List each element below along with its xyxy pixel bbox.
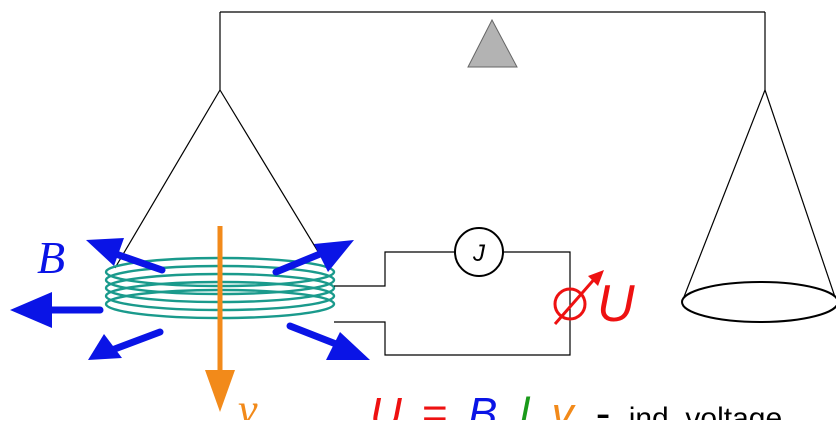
right-pan-dish bbox=[681, 281, 836, 323]
right-pan bbox=[681, 89, 836, 323]
formula-dash: - bbox=[596, 389, 611, 420]
arrowhead-upper-right bbox=[314, 240, 354, 272]
voltage-label: U bbox=[597, 275, 635, 333]
right-wire bbox=[334, 251, 571, 356]
arrowhead-upper-left bbox=[86, 238, 124, 266]
formula-u: U bbox=[370, 389, 402, 420]
arrowhead-lower-right bbox=[326, 332, 370, 360]
circuit-wires bbox=[334, 251, 571, 356]
pivot-triangle bbox=[467, 18, 518, 68]
meter: J bbox=[454, 227, 504, 277]
meter-label: J bbox=[472, 240, 486, 267]
left-pan-strings bbox=[114, 89, 329, 269]
voltage-source-icon bbox=[553, 270, 604, 325]
meter-circle bbox=[454, 227, 504, 277]
arrowhead-left bbox=[10, 292, 52, 328]
formula-b: B bbox=[468, 389, 497, 420]
field-arrows bbox=[10, 238, 370, 360]
velocity-arrowhead bbox=[205, 370, 235, 412]
formula-tail: ind. voltage bbox=[629, 402, 782, 420]
upper-wire bbox=[334, 251, 455, 287]
formula: U = B l v - ind. voltage bbox=[370, 389, 782, 420]
arrowhead-lower-left bbox=[88, 334, 122, 360]
formula-v: v bbox=[552, 389, 577, 420]
field-label: B bbox=[37, 232, 65, 283]
formula-l: l bbox=[520, 389, 531, 420]
formula-eq: = bbox=[422, 389, 448, 420]
velocity-arrow bbox=[205, 226, 235, 412]
balance-frame bbox=[219, 11, 766, 90]
velocity-label: v bbox=[238, 385, 258, 420]
